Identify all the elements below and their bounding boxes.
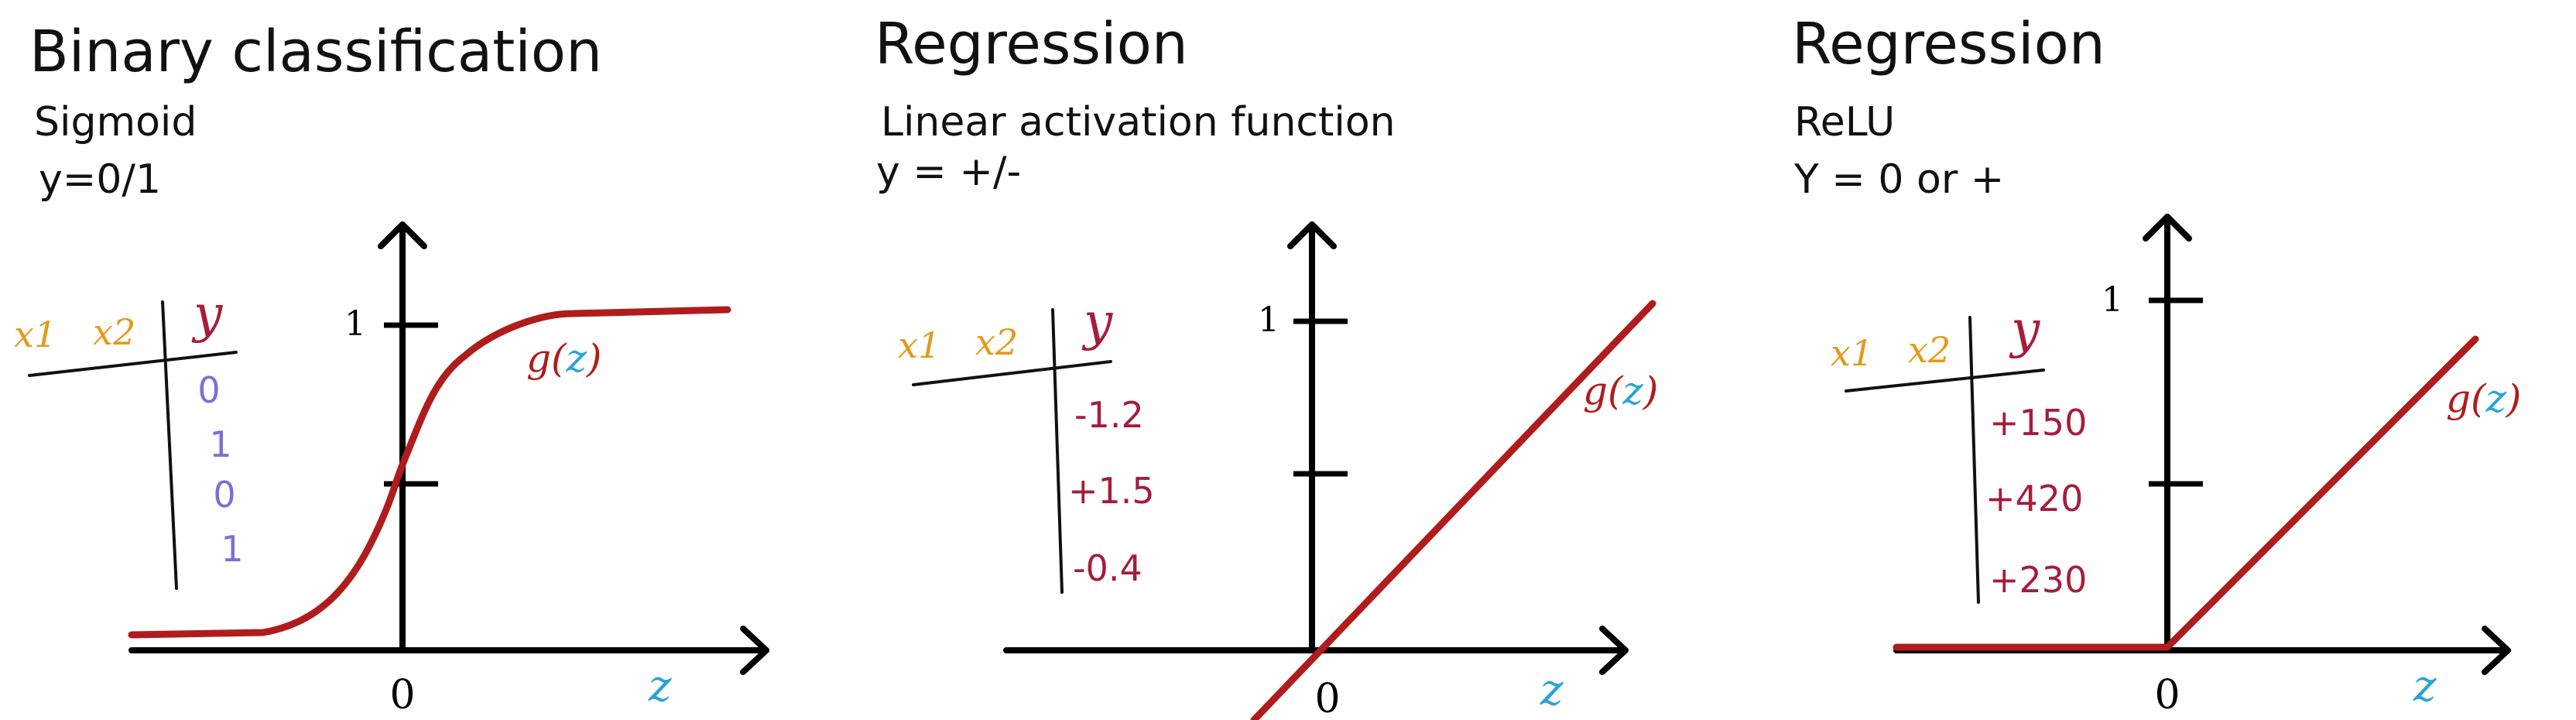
- output-range: y=0/1: [39, 156, 162, 203]
- panel-sigmoid: Binary classification Sigmoid y=0/1 x1 x…: [0, 0, 859, 720]
- curve-label-var: z: [1622, 369, 1644, 413]
- panel-subtitle: Sigmoid: [34, 99, 197, 146]
- curve-label: g(z): [526, 336, 601, 381]
- table-header-y: y: [1081, 292, 1113, 351]
- panel-subtitle: ReLU: [1794, 99, 1896, 146]
- table-value: +230: [1989, 559, 2087, 601]
- activation-graph: x1 x2 y +150 +420 +230 1 0 z g(z): [1831, 214, 2521, 718]
- activation-curve: [1893, 335, 2479, 651]
- curve-label-suffix: ): [586, 336, 602, 381]
- table-value: -1.2: [1074, 394, 1144, 436]
- panel-title: Regression: [1792, 11, 2105, 77]
- x-axis-arrowhead: [2482, 626, 2511, 675]
- activation-graph: x1 x2 y 0 1 0 1 1 0 z g(z): [14, 221, 769, 718]
- activation-graph: x1 x2 y -1.2 +1.5 -0.4 1 0 z g(z): [898, 221, 1658, 720]
- table-header-x1: x1: [898, 324, 940, 366]
- y-axis-arrowhead: [2143, 214, 2192, 242]
- x-axis-arrowhead: [740, 626, 769, 675]
- table-header-x2: x2: [93, 311, 135, 353]
- y-tick-label: 1: [1258, 300, 1279, 340]
- table-header-x2: x2: [1908, 329, 1951, 371]
- table-column-divider: [1968, 316, 1980, 604]
- activation-curve: [128, 306, 731, 639]
- curve-label: g(z): [2446, 376, 2521, 421]
- panel-relu: Regression ReLU Y = 0 or + x1 x2 y +150 …: [1718, 0, 2576, 720]
- table-value: 0: [213, 474, 235, 516]
- panel-linear: Regression Linear activation function y …: [859, 0, 1718, 720]
- table-header-x1: x1: [1831, 332, 1873, 374]
- table-value: -0.4: [1073, 547, 1142, 589]
- origin-label: 0: [1314, 676, 1340, 720]
- curve-label-prefix: g(: [1583, 369, 1624, 413]
- panel-subtitle: Linear activation function: [881, 99, 1396, 146]
- x-axis-label: z: [1540, 665, 1564, 715]
- activation-curve: [1250, 300, 1656, 720]
- table-header-y: y: [2009, 300, 2040, 359]
- curve-label-var: z: [566, 336, 587, 381]
- table-header-x2: x2: [975, 321, 1018, 363]
- y-tick-label: 1: [344, 304, 366, 344]
- y-axis-arrowhead: [378, 221, 427, 249]
- curve-label-prefix: g(: [2446, 376, 2487, 421]
- y-tick-label: 1: [2102, 280, 2123, 320]
- output-range: Y = 0 or +: [1794, 156, 2005, 203]
- table-value: +150: [1989, 402, 2087, 444]
- x-axis-label: z: [2413, 661, 2437, 711]
- table-header-divider: [1845, 369, 2045, 393]
- table-column-divider: [1051, 308, 1064, 594]
- table-header-divider: [912, 360, 1112, 386]
- table-value: +420: [1985, 478, 2083, 519]
- table-header-divider: [28, 351, 238, 377]
- x-axis-label: z: [648, 661, 672, 711]
- y-axis-arrowhead: [1287, 221, 1337, 249]
- table-column-divider: [161, 300, 178, 590]
- origin-label: 0: [2154, 672, 2180, 718]
- table-value: 0: [197, 369, 220, 411]
- curve-label: g(z): [1583, 369, 1658, 413]
- table-header-y: y: [191, 284, 223, 344]
- output-range: y = +/-: [876, 149, 1022, 195]
- panel-title: Regression: [875, 11, 1188, 77]
- x-axis-arrowhead: [1599, 626, 1629, 675]
- curve-label-suffix: ): [1643, 369, 1659, 413]
- table-value: +1.5: [1068, 470, 1155, 512]
- table-header-x1: x1: [14, 314, 57, 355]
- curve-label-prefix: g(: [526, 336, 567, 381]
- curve-label-var: z: [2485, 376, 2507, 421]
- table-value: 1: [221, 528, 243, 570]
- panel-title: Binary classification: [29, 19, 602, 85]
- origin-label: 0: [389, 672, 415, 718]
- curve-label-suffix: ): [2506, 376, 2522, 421]
- table-value: 1: [209, 423, 231, 465]
